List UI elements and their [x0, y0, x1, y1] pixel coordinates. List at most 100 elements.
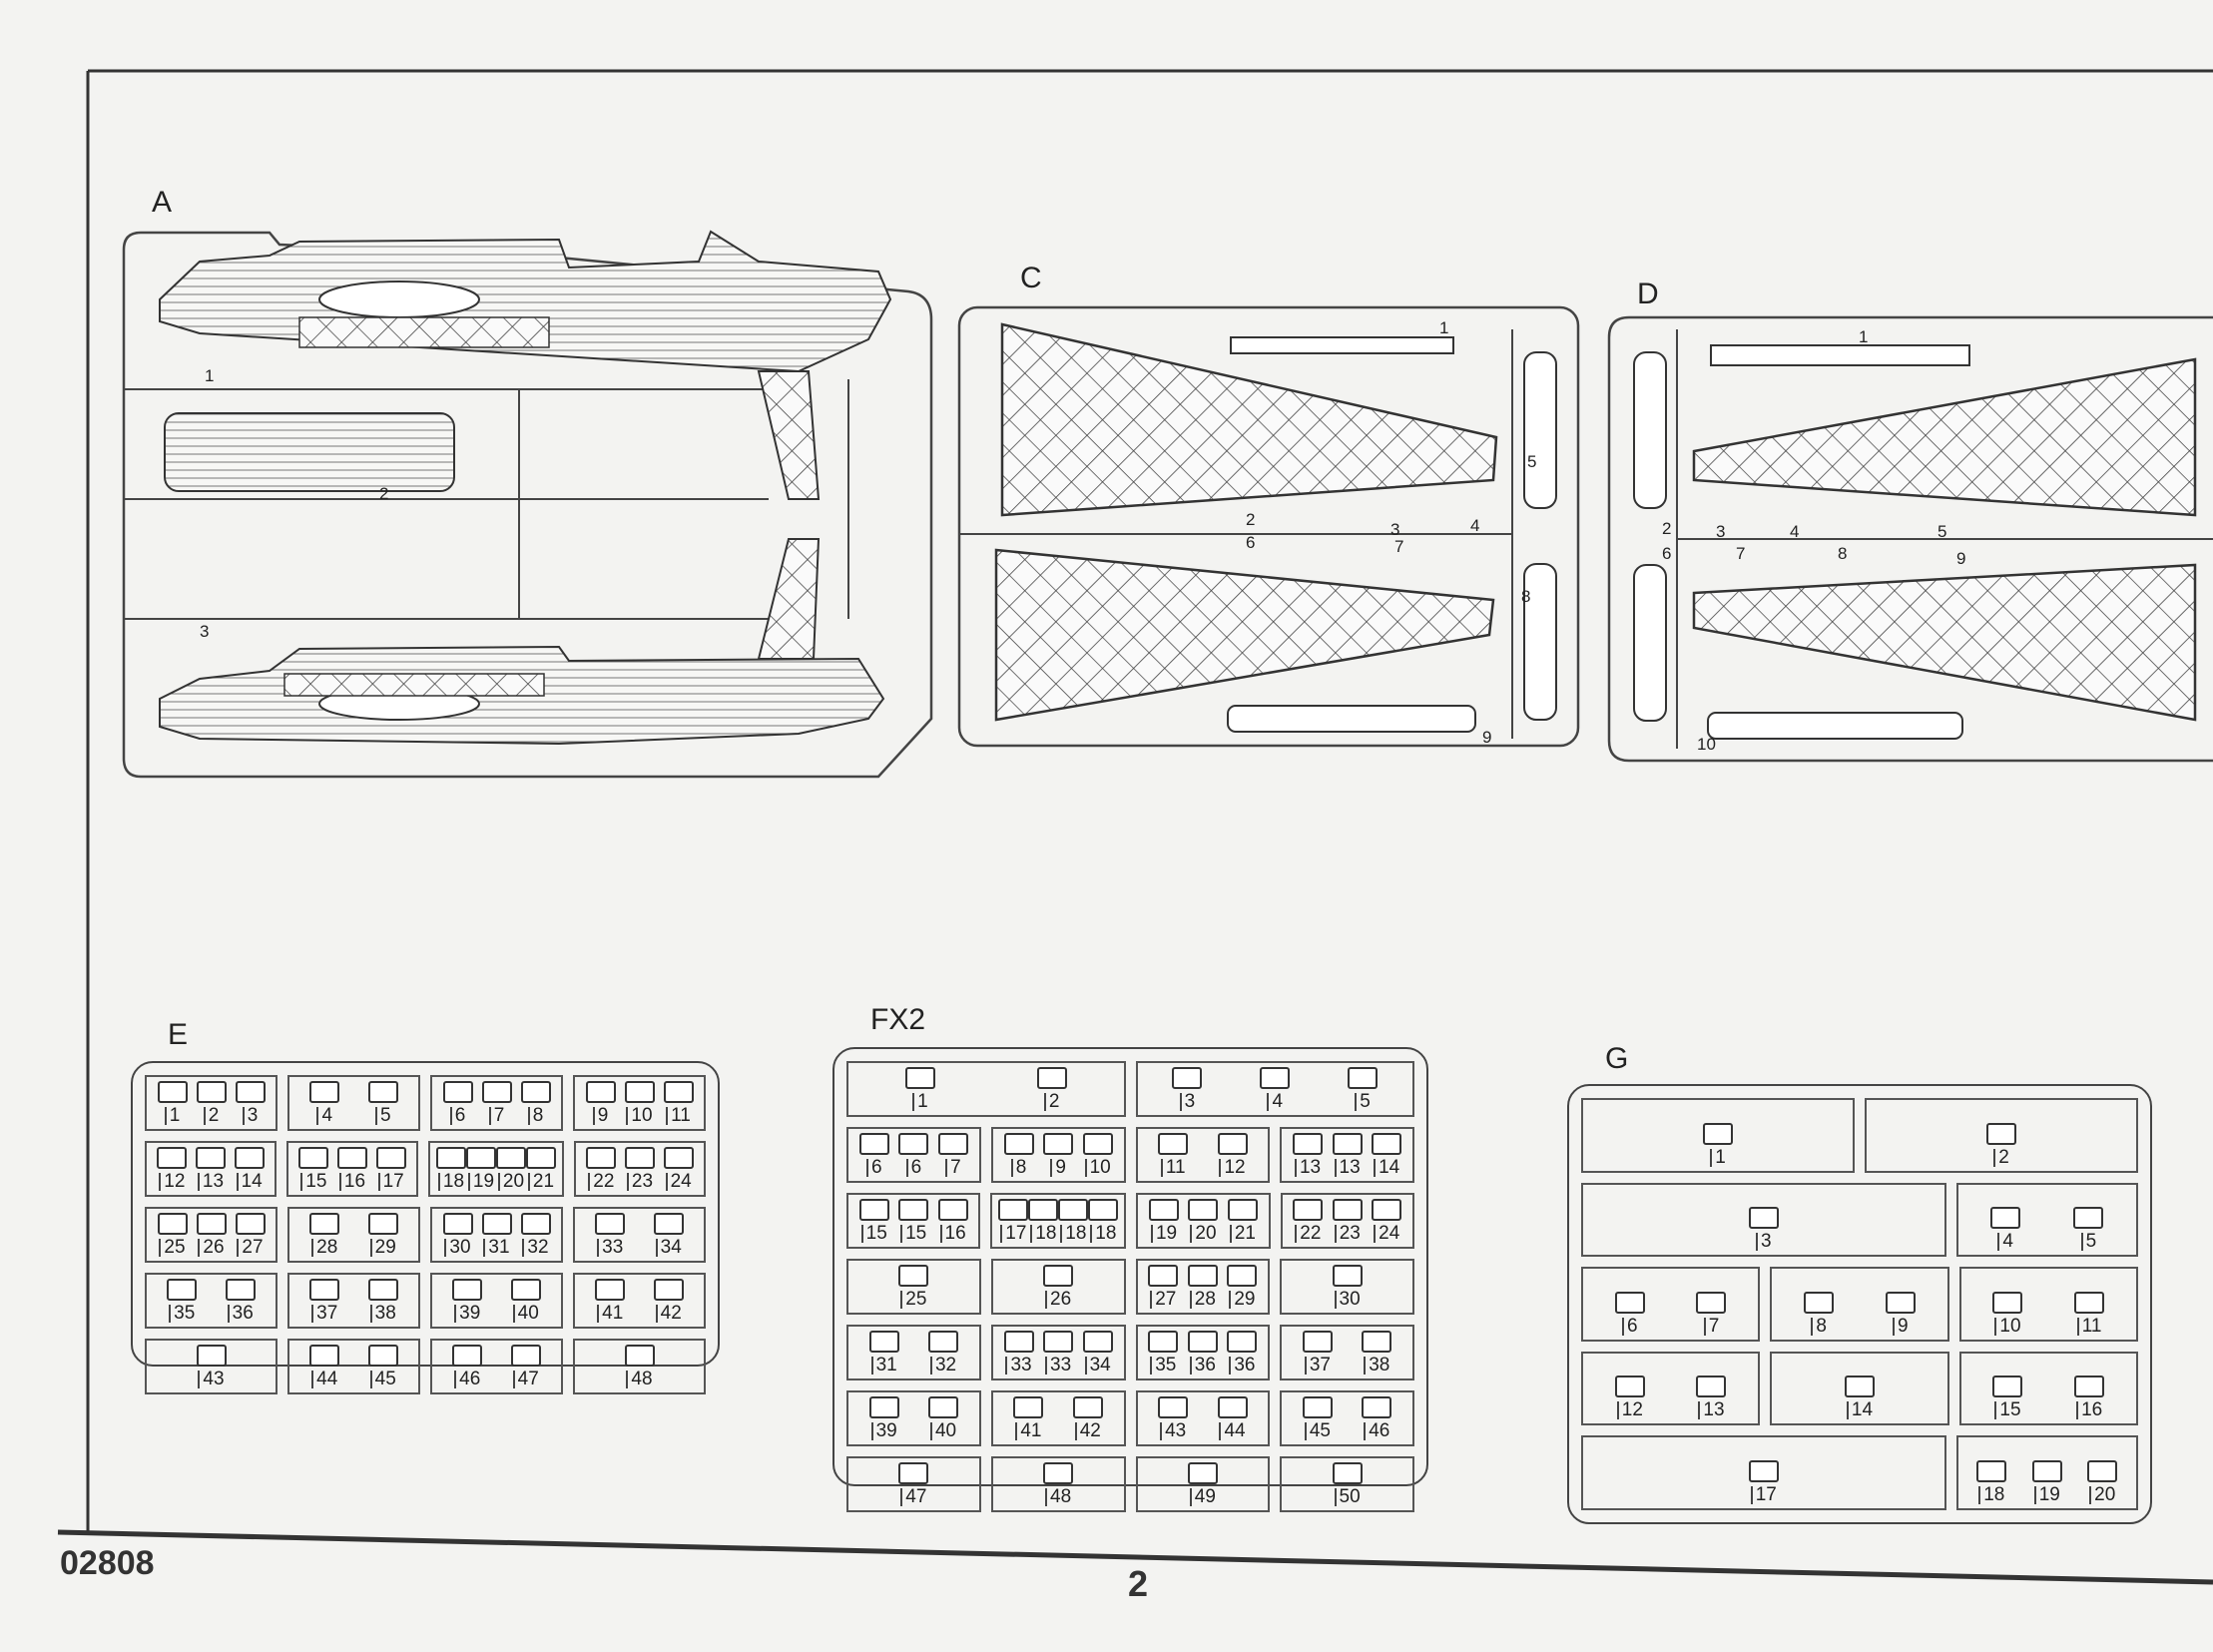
part: 24: [1372, 1199, 1402, 1243]
part-shape: [928, 1396, 959, 1418]
sprue-cell: 43 44: [1135, 1390, 1271, 1446]
part: 29: [367, 1213, 398, 1257]
part-number: 17: [1750, 1485, 1777, 1504]
part: 32: [520, 1213, 551, 1257]
part-number: 21: [1229, 1224, 1256, 1243]
part: 1: [1703, 1122, 1733, 1167]
part-shape: [1043, 1462, 1074, 1484]
part-shape: [1172, 1067, 1203, 1089]
part-number: 22: [588, 1172, 614, 1191]
upper-wing-c: [1000, 322, 1498, 517]
part-label: 7: [1736, 544, 1745, 563]
part-number: 17: [377, 1172, 404, 1191]
part-number: 39: [454, 1304, 480, 1323]
part-number: 12: [159, 1172, 185, 1191]
part-shape: [1696, 1376, 1727, 1398]
part: 33: [595, 1213, 626, 1257]
part: 40: [510, 1279, 541, 1323]
part: 9: [1885, 1291, 1916, 1336]
part-shape: [1976, 1459, 2007, 1482]
part-number: 43: [198, 1370, 225, 1388]
part: 43: [1158, 1396, 1189, 1440]
part-shape: [586, 1147, 617, 1169]
part: 26: [1043, 1265, 1074, 1309]
part: 46: [1362, 1396, 1392, 1440]
part-shape: [1013, 1396, 1044, 1418]
part-shape: [1187, 1265, 1218, 1287]
part: 27: [1148, 1265, 1179, 1309]
part-shape: [1332, 1199, 1363, 1221]
part-number: 41: [1015, 1421, 1042, 1440]
part-shape: [2087, 1459, 2118, 1482]
part-number: 19: [467, 1172, 494, 1191]
part-shape: [157, 1081, 188, 1103]
part: 6: [442, 1081, 473, 1125]
part: 7: [1696, 1291, 1727, 1336]
part: 44: [1217, 1396, 1248, 1440]
part-shape: [1003, 1331, 1034, 1353]
part-shape: [1082, 1133, 1113, 1155]
part: 20: [2087, 1459, 2118, 1504]
part: 45: [367, 1345, 398, 1388]
part: 31: [481, 1213, 512, 1257]
part-number: 19: [2033, 1485, 2060, 1504]
part-number: 30: [1334, 1290, 1361, 1309]
part: 15: [298, 1147, 329, 1191]
part: 10: [1992, 1291, 2023, 1336]
part: 16: [336, 1147, 367, 1191]
part-number: 11: [1160, 1158, 1186, 1177]
sprue-cell: 17: [1581, 1435, 1946, 1510]
sprue-label-a: A: [152, 186, 173, 219]
part-label: 6: [1662, 544, 1671, 563]
sprue-cell: 49: [1135, 1456, 1271, 1512]
sprue-cell: 26: [990, 1259, 1126, 1315]
part: 34: [1082, 1331, 1113, 1375]
part-shape: [1148, 1331, 1179, 1353]
part-number: 32: [929, 1356, 956, 1375]
part-number: 39: [870, 1421, 897, 1440]
part-shape: [1148, 1265, 1179, 1287]
sprue-cell: 30: [1280, 1259, 1414, 1315]
part-shape: [2074, 1376, 2105, 1398]
part-number: 7: [1703, 1317, 1719, 1336]
part-shape: [196, 1345, 227, 1367]
part-number: 37: [1304, 1356, 1331, 1375]
part: 13: [1332, 1133, 1363, 1177]
part-number: 28: [311, 1238, 337, 1257]
part-shape: [998, 1199, 1029, 1221]
page-number: 2: [1128, 1563, 1149, 1604]
part-shape: [452, 1279, 483, 1301]
part: 11: [663, 1081, 694, 1125]
part-number: 8: [1010, 1158, 1026, 1177]
part: 25: [157, 1213, 188, 1257]
part-number: 15: [860, 1224, 887, 1243]
part: 28: [309, 1213, 340, 1257]
part-number: 6: [1622, 1317, 1638, 1336]
part-shape: [1302, 1396, 1333, 1418]
part-number: 34: [1084, 1356, 1111, 1375]
lower-wing-c: [994, 548, 1495, 722]
part-number: 29: [369, 1238, 396, 1257]
part-number: 1: [912, 1092, 928, 1111]
part-number: 9: [1893, 1317, 1909, 1336]
part-shape: [1362, 1396, 1392, 1418]
part: 33: [1003, 1331, 1034, 1375]
part: 10: [1082, 1133, 1113, 1177]
part-number: 4: [1997, 1232, 2013, 1252]
part-number: 33: [1005, 1356, 1032, 1375]
